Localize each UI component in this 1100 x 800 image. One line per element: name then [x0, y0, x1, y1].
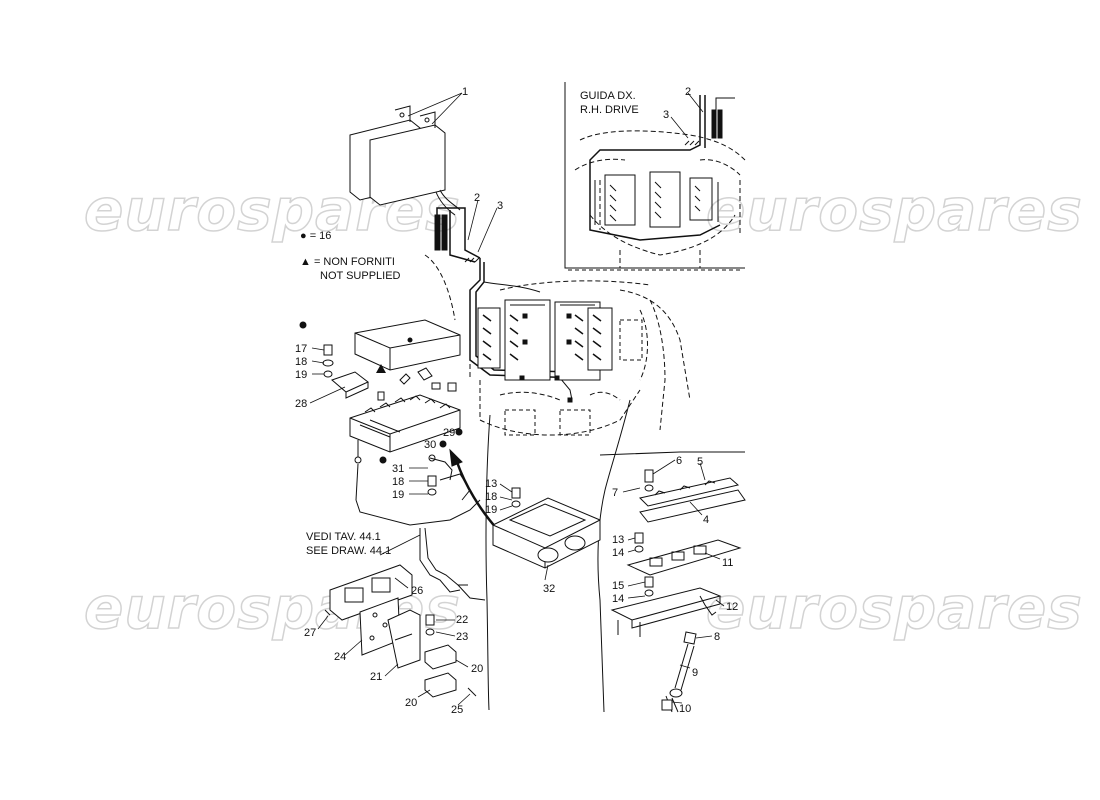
indication-arrow — [450, 450, 498, 530]
leader-lines — [310, 93, 724, 705]
callout-31: 31 — [392, 463, 405, 475]
callout-30: 30 — [424, 439, 437, 451]
callout-19b: 19 — [392, 489, 405, 501]
callout-18c: 18 — [485, 491, 498, 503]
callout-22: 22 — [456, 614, 469, 626]
dot-legend: ● = 16 — [300, 230, 332, 242]
inset-title-line1: GUIDA DX. — [580, 90, 636, 102]
fusebox-assembly — [323, 320, 460, 500]
callout-11: 11 — [722, 557, 734, 569]
ground-bracket — [356, 455, 485, 600]
callout-20b: 20 — [405, 697, 418, 709]
fuel-rail-assembly — [612, 470, 745, 712]
callout-10: 10 — [679, 703, 692, 715]
callout-24: 24 — [334, 651, 347, 663]
callout-18a: 18 — [295, 356, 308, 368]
callout-13b: 13 — [612, 534, 625, 546]
engine-bay-outline — [425, 255, 690, 435]
callout-12: 12 — [726, 601, 739, 613]
callout-7: 7 — [612, 487, 619, 499]
relay-pair — [350, 106, 460, 215]
triangle-legend-line2: NOT SUPPLIED — [320, 270, 401, 282]
callout-15: 15 — [612, 580, 625, 592]
callout-19a: 19 — [295, 369, 308, 381]
callout-21: 21 — [370, 671, 383, 683]
callout-32: 32 — [543, 583, 556, 595]
callout-14b: 14 — [612, 593, 625, 605]
inset-title-line2: R.H. DRIVE — [580, 104, 639, 116]
callout-28: 28 — [295, 398, 308, 410]
callout-6: 6 — [676, 455, 683, 467]
callout-26: 26 — [411, 585, 424, 597]
callout-4: 4 — [703, 514, 710, 526]
callout-25: 25 — [451, 704, 464, 716]
callout-9: 9 — [692, 667, 699, 679]
see-drawing-line1: VEDI TAV. 44.1 — [306, 531, 381, 543]
triangle-legend-line1: ▲ = NON FORNITI — [300, 256, 395, 268]
callout-13a: 13 — [485, 478, 498, 490]
ecu-unit — [493, 488, 600, 568]
callout-20a: 20 — [471, 663, 484, 675]
callout-27: 27 — [304, 627, 317, 639]
see-drawing-line2: SEE DRAW. 44.1 — [306, 545, 392, 557]
callout-2-inset: 2 — [685, 86, 692, 98]
marker-dots — [299, 321, 463, 464]
bottom-bracket-assembly — [325, 565, 476, 697]
callout-29: 29 — [443, 427, 456, 439]
rh-drive-inset — [565, 82, 745, 270]
section-dividers — [486, 400, 745, 712]
callout-14a: 14 — [612, 547, 625, 559]
callout-3-inset: 3 — [663, 109, 670, 121]
callout-17: 17 — [295, 343, 308, 355]
callout-3: 3 — [497, 200, 504, 212]
callout-2: 2 — [474, 192, 481, 204]
watermark-top-right: eurospares — [705, 175, 1083, 245]
callout-19c: 19 — [485, 504, 498, 516]
callout-5: 5 — [697, 456, 704, 468]
callout-1: 1 — [462, 86, 469, 98]
engine-block — [478, 300, 612, 402]
callout-8: 8 — [714, 631, 721, 643]
callout-23: 23 — [456, 631, 469, 643]
callout-18b: 18 — [392, 476, 405, 488]
marker-triangle — [376, 364, 386, 373]
watermark-bottom-right: eurospares — [705, 573, 1083, 643]
